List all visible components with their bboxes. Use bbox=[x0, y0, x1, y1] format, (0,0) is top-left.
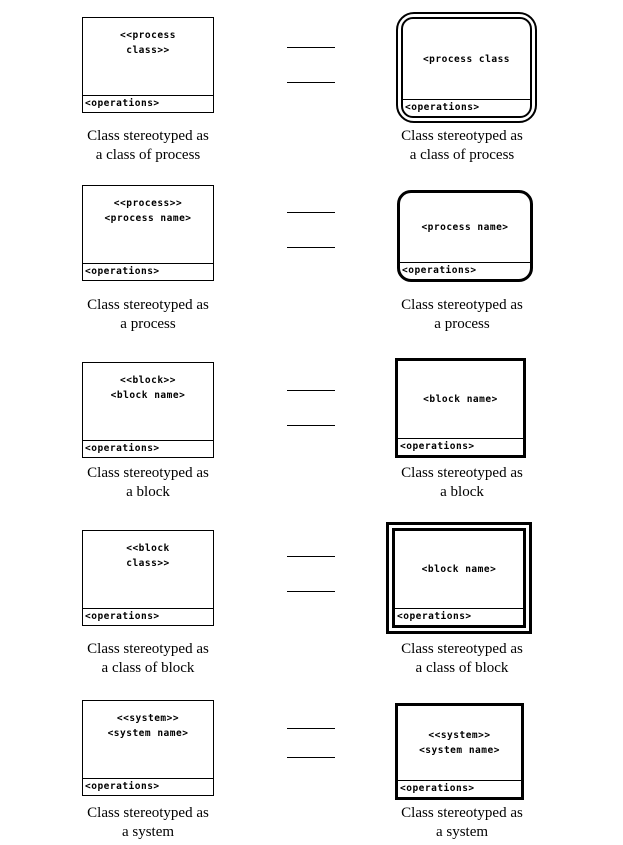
stereotype-text: <<block bbox=[126, 543, 170, 554]
caption-right: Class stereotyped as a class of block bbox=[362, 640, 562, 678]
caption-line: a block bbox=[126, 484, 170, 500]
caption-line: Class stereotyped as bbox=[401, 465, 523, 481]
stereotype-text: <<system>> bbox=[428, 730, 491, 741]
uml-class-box: <<system>> <system name> <operations> bbox=[82, 700, 214, 796]
class-name-text: <process name> bbox=[421, 222, 509, 233]
process-class-notation-box: <process class <operations> bbox=[396, 12, 537, 123]
equivalence-symbol bbox=[287, 362, 335, 432]
equivalence-line bbox=[287, 390, 335, 391]
caption-line: a process bbox=[120, 316, 176, 332]
class-name-compartment: <process class bbox=[403, 19, 530, 99]
caption-line: a process bbox=[434, 316, 490, 332]
caption-right: Class stereotyped as a class of process bbox=[362, 127, 562, 165]
equivalence-symbol bbox=[287, 700, 335, 770]
operations-compartment: <operations> bbox=[398, 438, 523, 455]
caption-line: Class stereotyped as bbox=[87, 805, 209, 821]
row-class-of-process: <<process class>> <operations> <process … bbox=[0, 12, 623, 185]
uml-class-box: <<process>> <process name> <operations> bbox=[82, 185, 214, 281]
uml-class-box: <<block class>> <operations> bbox=[82, 530, 214, 626]
block-class-notation-box: <block name> <operations> bbox=[386, 522, 532, 634]
row-system: <<system>> <system name> <operations> <<… bbox=[0, 700, 623, 845]
operations-compartment: <operations> bbox=[398, 780, 521, 797]
caption-line: Class stereotyped as bbox=[401, 805, 523, 821]
stereotype-text: <<process bbox=[120, 30, 176, 41]
class-name-compartment: <block name> bbox=[395, 531, 523, 608]
caption-left: Class stereotyped as a block bbox=[48, 464, 248, 502]
operations-compartment: <operations> bbox=[83, 440, 213, 457]
caption-line: Class stereotyped as bbox=[87, 128, 209, 144]
stereotype-text: <<block>> bbox=[120, 375, 176, 386]
caption-line: Class stereotyped as bbox=[401, 297, 523, 313]
stereotype-text: <system name> bbox=[107, 728, 189, 739]
class-name-compartment: <<system>> <system name> bbox=[398, 706, 521, 780]
class-name-text: <block name> bbox=[421, 564, 497, 575]
stereotype-text: class>> bbox=[126, 45, 170, 56]
uml-class-box: <<process class>> <operations> bbox=[82, 17, 214, 113]
equivalence-line bbox=[287, 728, 335, 729]
caption-line: Class stereotyped as bbox=[87, 465, 209, 481]
equivalence-line bbox=[287, 212, 335, 213]
stereotype-text: <block name> bbox=[110, 390, 186, 401]
caption-line: a class of process bbox=[95, 147, 201, 163]
operations-compartment: <operations> bbox=[395, 608, 523, 625]
class-name-text: <process class bbox=[422, 53, 511, 65]
caption-right: Class stereotyped as a system bbox=[362, 804, 562, 842]
caption-line: a class of block bbox=[101, 660, 195, 676]
equivalence-line bbox=[287, 425, 335, 426]
class-name-compartment: <<process class>> bbox=[83, 18, 213, 95]
caption-line: a class of process bbox=[409, 147, 515, 163]
equivalence-line bbox=[287, 47, 335, 48]
operations-compartment: <operations> bbox=[83, 95, 213, 112]
row-class-of-block: <<block class>> <operations> <block name… bbox=[0, 522, 623, 700]
equivalence-line bbox=[287, 247, 335, 248]
equivalence-symbol bbox=[287, 17, 335, 87]
operations-compartment: <operations> bbox=[83, 778, 213, 795]
caption-left: Class stereotyped as a system bbox=[48, 804, 248, 842]
equivalence-symbol bbox=[287, 530, 335, 600]
class-name-compartment: <<block>> <block name> bbox=[83, 363, 213, 440]
stereotype-text: <<system>> bbox=[116, 713, 180, 724]
stereotype-text: <<process>> bbox=[113, 198, 183, 209]
caption-left: Class stereotyped as a class of process bbox=[48, 127, 248, 165]
equivalence-line bbox=[287, 556, 335, 557]
caption-line: a system bbox=[435, 824, 489, 840]
caption-left: Class stereotyped as a class of block bbox=[48, 640, 248, 678]
caption-line: Class stereotyped as bbox=[87, 641, 209, 657]
operations-compartment: <operations> bbox=[403, 99, 530, 116]
caption-line: Class stereotyped as bbox=[401, 128, 523, 144]
operations-compartment: <operations> bbox=[83, 263, 213, 280]
class-name-compartment: <<block class>> bbox=[83, 531, 213, 608]
stereotype-text: <process name> bbox=[104, 213, 192, 224]
row-block: <<block>> <block name> <operations> <blo… bbox=[0, 358, 623, 530]
equivalence-line bbox=[287, 82, 335, 83]
inner-border: <block name> <operations> bbox=[392, 528, 526, 628]
class-name-compartment: <block name> bbox=[398, 361, 523, 438]
uml-class-box: <<block>> <block name> <operations> bbox=[82, 362, 214, 458]
row-process: <<process>> <process name> <operations> … bbox=[0, 185, 623, 362]
caption-line: a system bbox=[121, 824, 175, 840]
system-notation-box: <<system>> <system name> <operations> bbox=[395, 703, 524, 800]
caption-line: Class stereotyped as bbox=[87, 297, 209, 313]
caption-right: Class stereotyped as a process bbox=[362, 296, 562, 334]
class-name-text: <block name> bbox=[423, 394, 498, 405]
inner-border: <process class <operations> bbox=[401, 17, 532, 118]
class-name-compartment: <process name> bbox=[400, 193, 530, 262]
caption-line: a class of block bbox=[415, 660, 509, 676]
equivalence-line bbox=[287, 591, 335, 592]
process-notation-box: <process name> <operations> bbox=[397, 190, 533, 282]
caption-line: a block bbox=[440, 484, 484, 500]
equivalence-line bbox=[287, 757, 335, 758]
equivalence-symbol bbox=[287, 185, 335, 255]
caption-left: Class stereotyped as a process bbox=[48, 296, 248, 334]
operations-compartment: <operations> bbox=[400, 262, 530, 279]
caption-right: Class stereotyped as a block bbox=[362, 464, 562, 502]
block-notation-box: <block name> <operations> bbox=[395, 358, 526, 458]
class-name-compartment: <<system>> <system name> bbox=[83, 701, 213, 778]
class-name-compartment: <<process>> <process name> bbox=[83, 186, 213, 263]
operations-compartment: <operations> bbox=[83, 608, 213, 625]
caption-line: Class stereotyped as bbox=[401, 641, 523, 657]
class-name-text: <system name> bbox=[419, 745, 500, 756]
stereotype-text: class>> bbox=[126, 558, 170, 569]
